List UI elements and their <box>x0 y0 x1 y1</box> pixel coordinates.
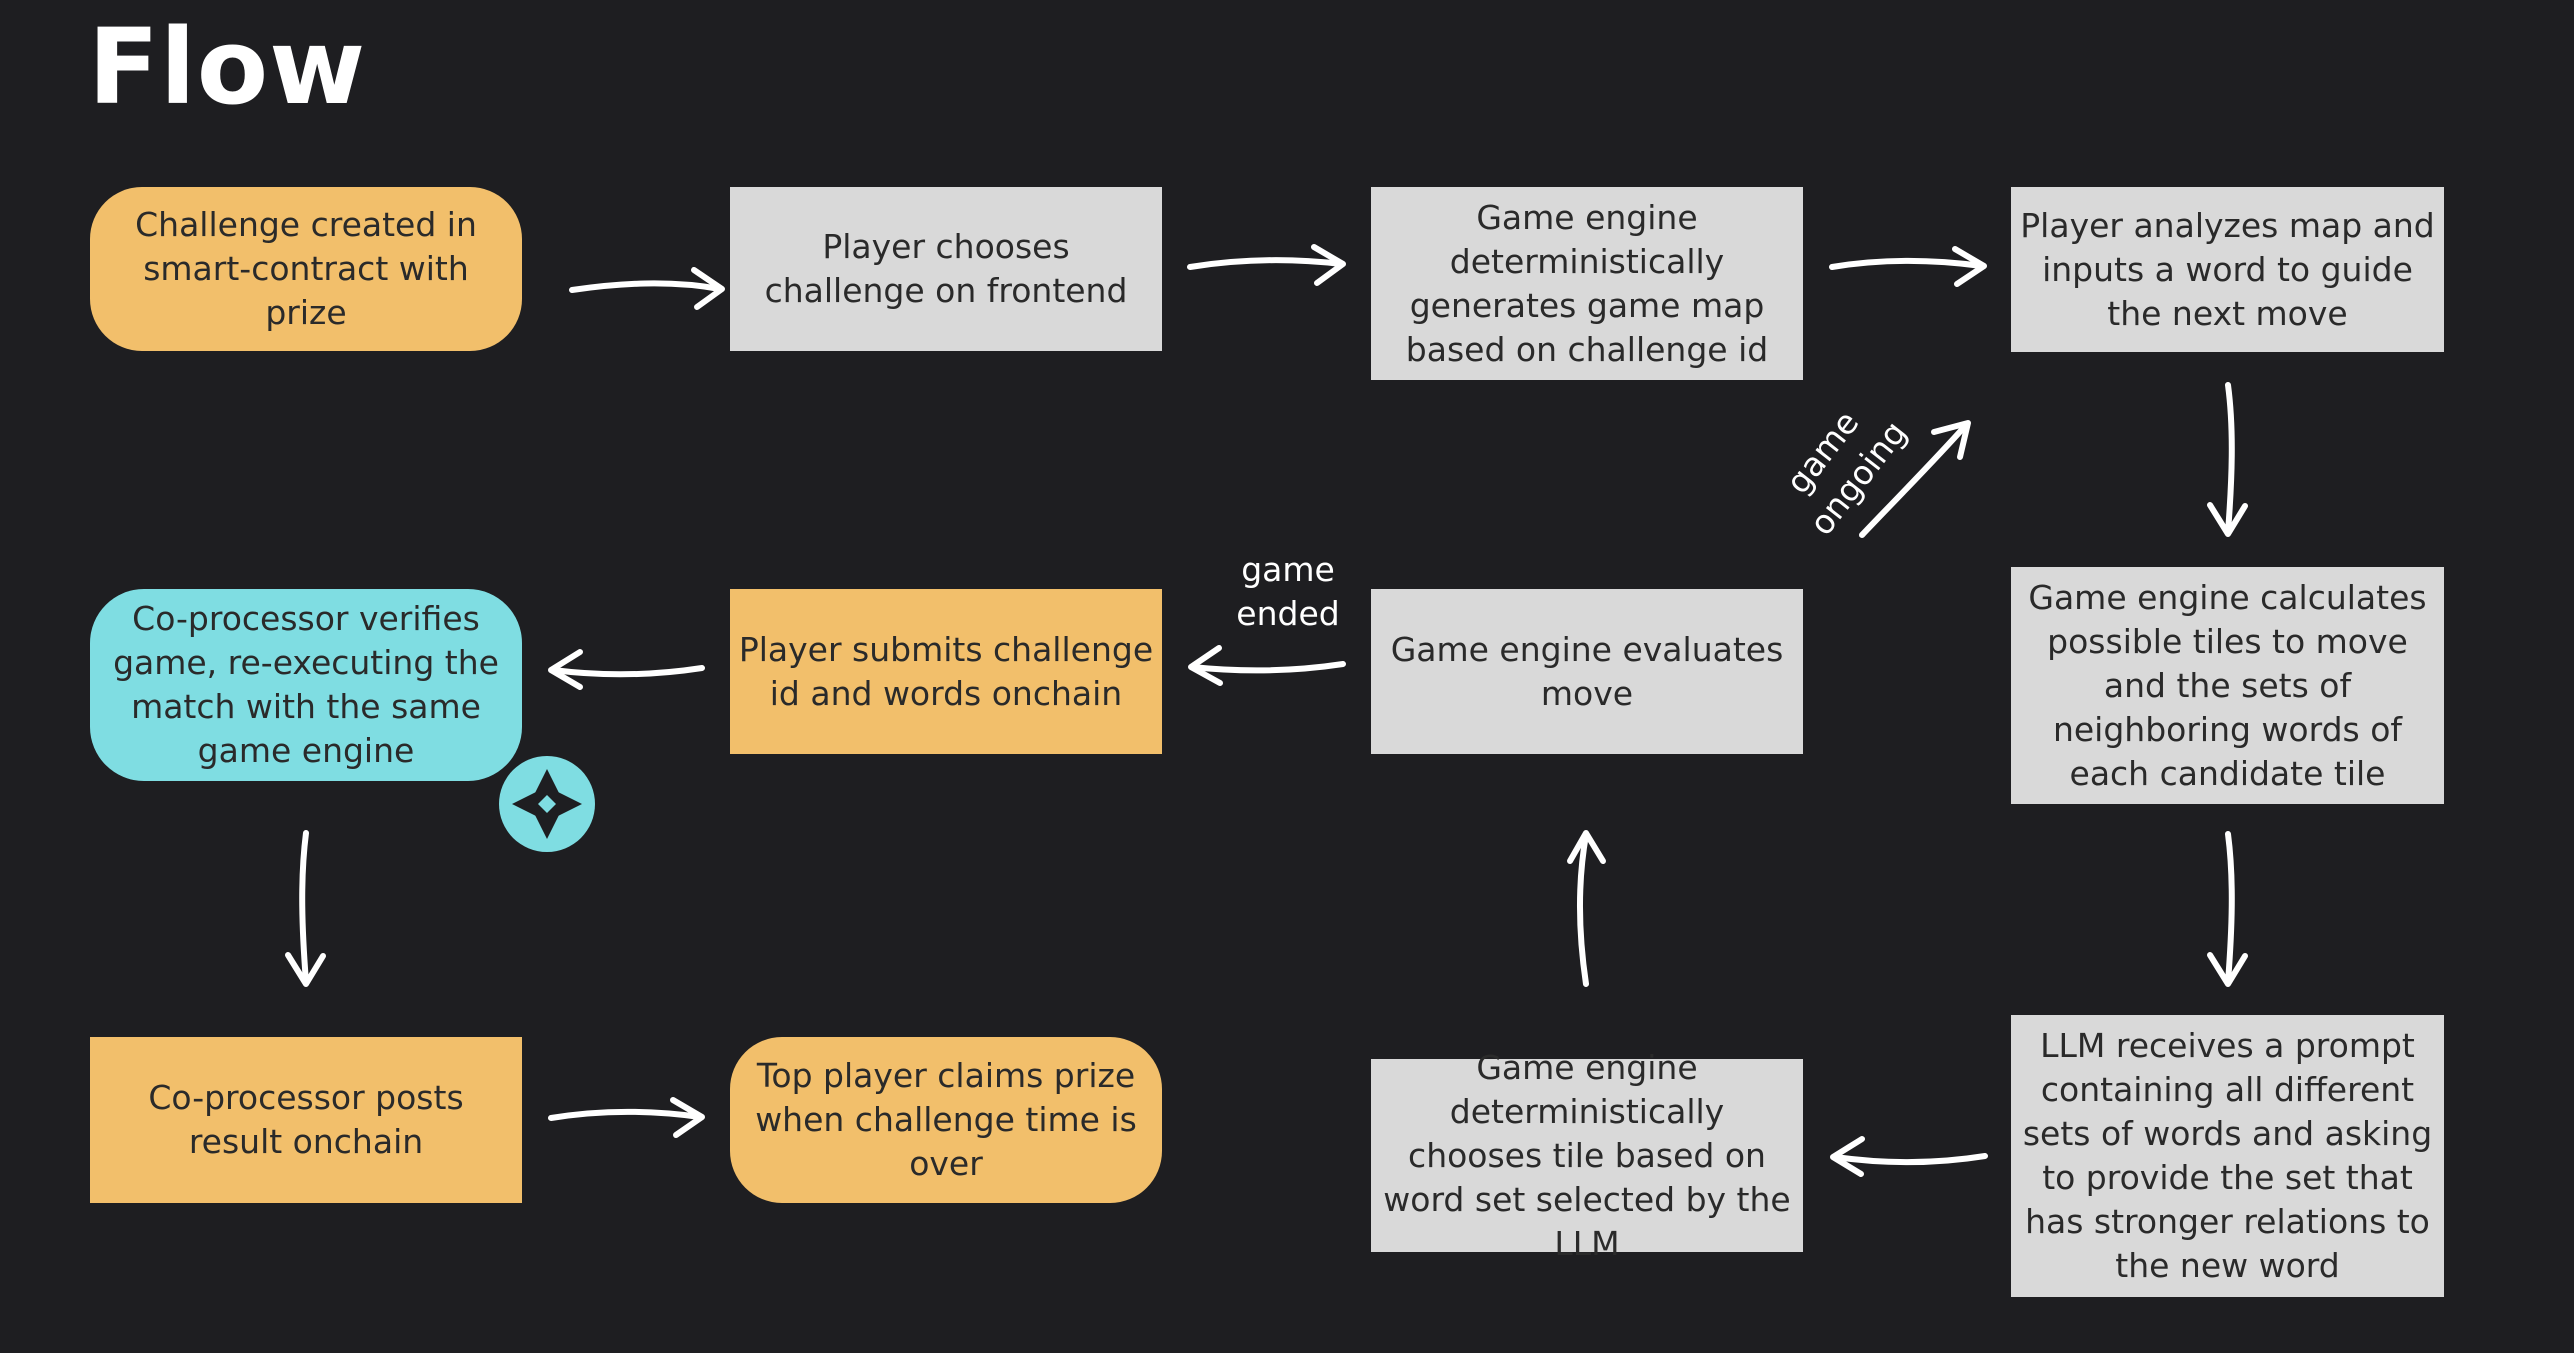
node-player-analyzes-map: Player analyzes map and inputs a word to… <box>2011 187 2444 352</box>
node-engine-calculates-tiles: Game engine calculates possible tiles to… <box>2011 567 2444 804</box>
arrow-submits-to-verifies <box>548 649 705 690</box>
arrow-created-to-chooses <box>569 267 725 310</box>
node-player-chooses-challenge: Player chooses challenge on frontend <box>730 187 1162 351</box>
arrow-verifies-to-posts <box>285 830 326 987</box>
node-engine-generates-map: Game engine deterministically generates … <box>1371 187 1803 380</box>
node-coprocessor-posts: Co-processor posts result onchain <box>90 1037 522 1203</box>
coprocessor-logo-icon <box>499 756 595 852</box>
arrow-llm-to-chooses <box>1830 1136 1988 1177</box>
node-engine-chooses-tile: Game engine deterministically chooses ti… <box>1371 1048 1803 1263</box>
edge-label-game-ongoing: game ongoing <box>1778 403 1915 543</box>
node-engine-evaluates-move: Game engine evaluates move <box>1371 589 1803 754</box>
node-challenge-created: Challenge created in smart-contract with… <box>90 187 522 351</box>
node-player-submits: Player submits challenge id and words on… <box>730 589 1162 754</box>
node-coprocessor-verifies: Co-processor verifies game, re-executing… <box>90 589 522 781</box>
arrow-calculates-to-llm <box>2207 831 2248 987</box>
edge-label-game-ended: game ended <box>1236 550 1340 633</box>
arrow-posts-to-claims <box>548 1097 705 1138</box>
node-llm-receives-prompt: LLM receives a prompt containing all dif… <box>2011 1015 2444 1297</box>
arrow-chooses-to-evaluates <box>1567 830 1606 987</box>
page-title: Flow <box>88 6 367 128</box>
arrow-chooses-to-generates <box>1187 244 1346 286</box>
arrow-generates-to-analyzes <box>1829 246 1987 287</box>
arrow-analyzes-to-calculates <box>2207 382 2248 537</box>
node-top-player-claims: Top player claims prize when challenge t… <box>730 1037 1162 1203</box>
arrow-evaluates-to-submits <box>1188 645 1346 686</box>
